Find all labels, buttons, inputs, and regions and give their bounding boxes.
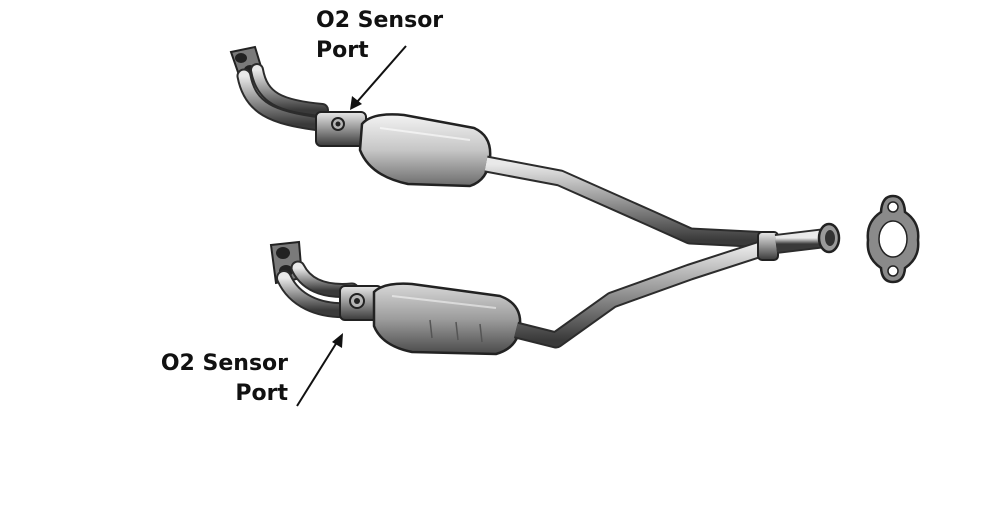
lower-outlet-pipe	[513, 237, 773, 349]
flange-gasket	[866, 194, 920, 284]
bottom-label-line2: Port	[235, 381, 288, 406]
top-o2-sensor-label: O2 Sensor Port	[316, 6, 443, 66]
lower-catalytic-converter	[372, 282, 522, 356]
top-callout-arrow	[350, 45, 407, 110]
bottom-label-line1: O2 Sensor	[160, 351, 288, 376]
bottom-o2-sensor-label: O2 Sensor Port	[150, 349, 288, 409]
upper-collector	[315, 111, 367, 147]
bottom-callout-arrow	[296, 333, 343, 407]
upper-catalytic-converter	[358, 113, 492, 188]
top-label-line1: O2 Sensor	[316, 8, 444, 33]
upper-inlet-pipes	[236, 63, 329, 132]
top-label-line2: Port	[316, 38, 369, 63]
y-junction-outlet	[757, 222, 841, 261]
upper-outlet-pipe	[484, 155, 771, 249]
